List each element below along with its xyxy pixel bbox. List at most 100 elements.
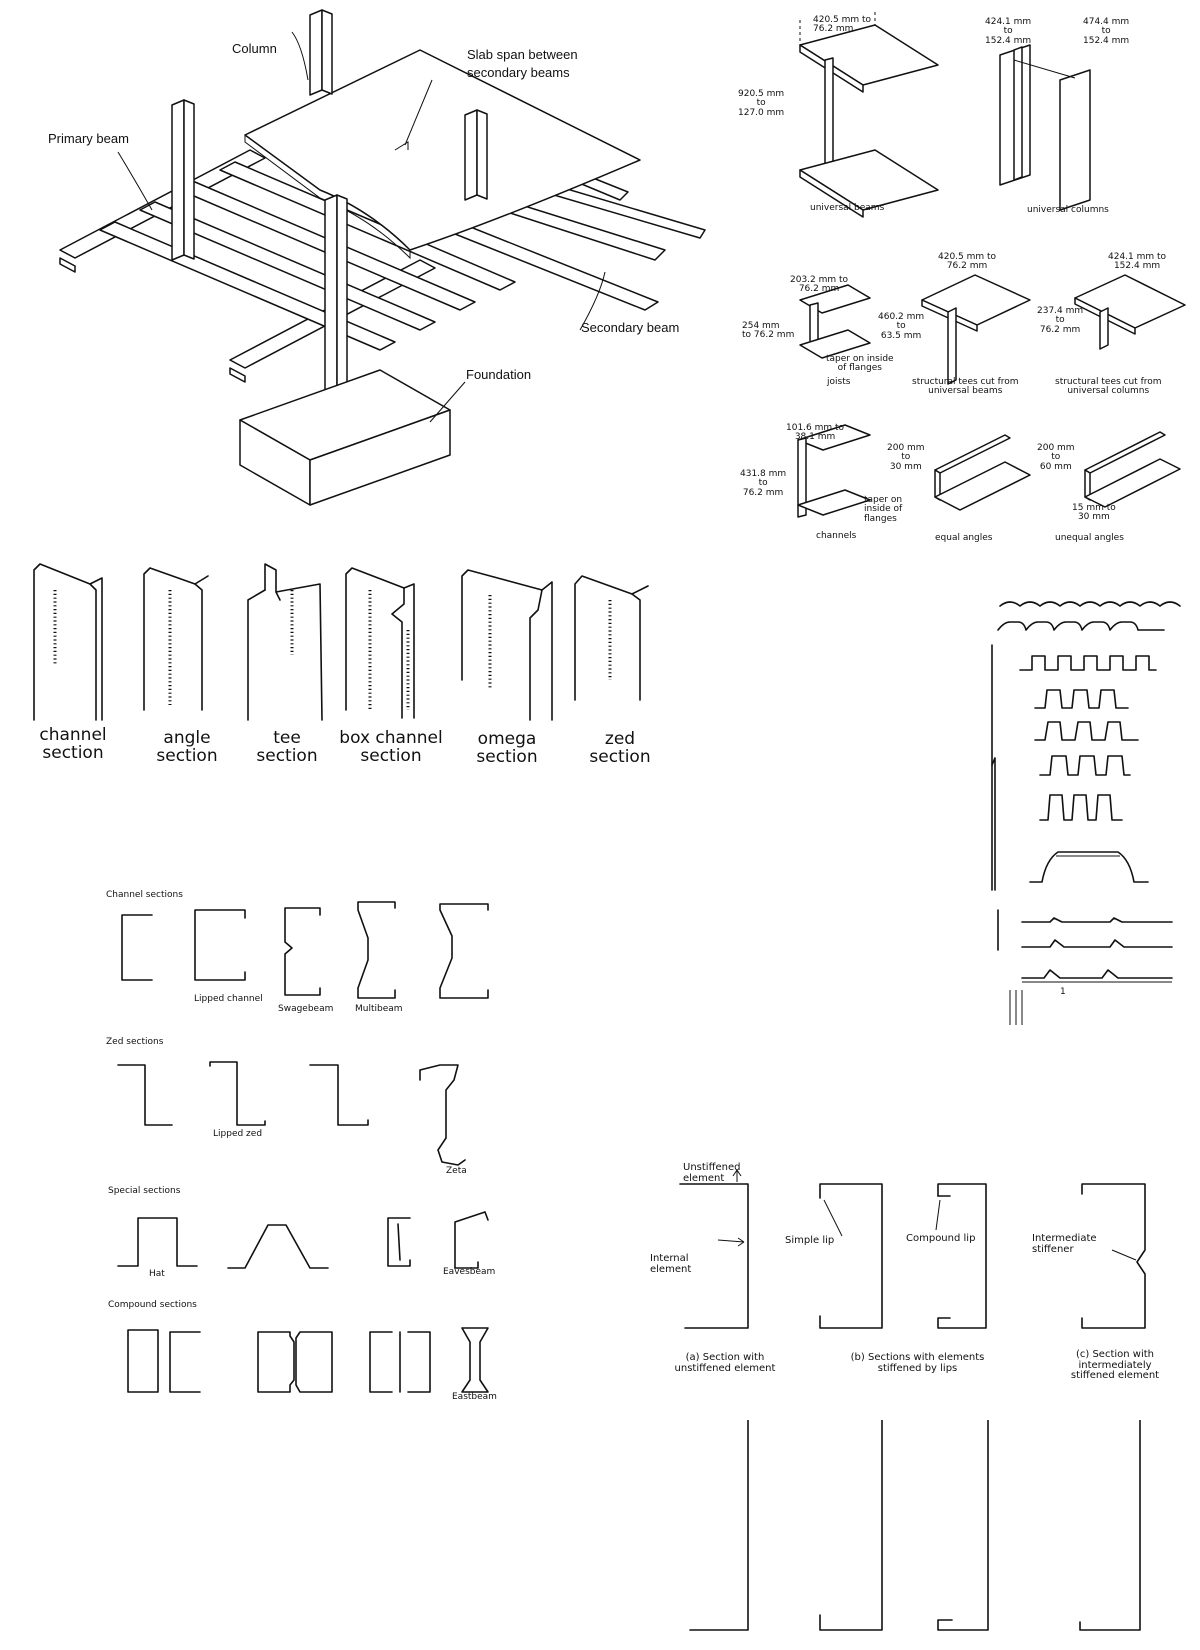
cold-formed-drawing [117, 901, 489, 1393]
caption-section-c: (c) Section with intermediately stiffene… [1050, 1349, 1180, 1382]
joist-depth-dim: 254 mm to 76.2 mm [742, 321, 795, 341]
uneqangle-caption: unequal angles [1055, 533, 1124, 543]
caption-section-b: (b) Sections with elements stiffened by … [830, 1352, 1005, 1374]
eqangle-caption: equal angles [935, 533, 993, 543]
uc-left-line2: to [1003, 26, 1013, 37]
perforated-zed-shape [574, 575, 649, 701]
cold-special-heading: Special sections [108, 1186, 181, 1196]
section-a-shape [679, 1169, 749, 1329]
profile-rows [997, 601, 1181, 983]
uneqangle-size-line1: 200 mm [1037, 443, 1075, 453]
label-internal-element: Internal element [650, 1253, 692, 1275]
channel-shape [797, 424, 871, 518]
perf-label-box-channel: box channel section [336, 728, 446, 766]
label-foundation: Foundation [466, 367, 532, 382]
label-unstiffened-element: Unstiffened element [683, 1162, 741, 1184]
perforated-channel-shape [33, 563, 103, 721]
teec-depth-line3: 76.2 mm [1039, 324, 1081, 335]
perf-label-zed: zed section [575, 729, 665, 767]
equal-angle-shape [934, 434, 1031, 511]
teeb-depth-line2: to [896, 321, 906, 332]
channel-taper-line2: inside of [864, 504, 903, 515]
channel-taper-line3: flanges [864, 513, 897, 524]
profile-edge-lines [991, 644, 1023, 1025]
uneqangle-size-dim: 200 mm to 60 mm [1037, 443, 1075, 472]
uneqangle-thick-line1: 15 mm to [1072, 503, 1116, 513]
channel-depth-line1: 431.8 mm [740, 469, 787, 479]
caption-b-line1: (b) Sections with elements [850, 1352, 985, 1363]
label-lipped-zed: Lipped zed [213, 1129, 263, 1139]
rolled-sections-drawing [797, 12, 1186, 518]
channel-caption: channels [816, 531, 857, 541]
label-simple-lip: Simple lip [785, 1235, 835, 1246]
cold-zed-shapes [117, 1061, 466, 1166]
teeb-width-line1: 420.5 mm to [938, 252, 997, 262]
label-internal-line2: element [650, 1263, 692, 1275]
teec-width-line1: 424.1 mm to [1108, 252, 1167, 262]
eqangle-size-dim: 200 mm to 30 mm [887, 443, 925, 472]
foundation-block [239, 369, 451, 506]
perforated-box-channel-shape [345, 567, 415, 719]
joist-caption: joists [827, 377, 851, 387]
label-secondary-beam: Secondary beam [581, 320, 680, 335]
label-slab-line1: Slab span between [467, 47, 578, 62]
section-d-shape [1081, 1183, 1146, 1329]
joist-depth-line1: 254 mm [742, 321, 780, 331]
caption-section-a: (a) Section with unstiffened element [650, 1352, 800, 1374]
label-multibeam: Multibeam [355, 1004, 403, 1014]
label-column: Column [232, 41, 277, 56]
perf-channel-line2: section [42, 742, 104, 763]
teeb-caption-line2: universal beams [928, 386, 1003, 397]
teeb-depth-line3: 63.5 mm [880, 330, 922, 341]
universal-column-shape [999, 44, 1091, 211]
cold-special-shapes [117, 1211, 489, 1269]
teeb-depth-line1: 460.2 mm [878, 312, 925, 322]
eqangle-size-line2: to [901, 452, 911, 463]
uneqangle-size-line2: to [1051, 452, 1061, 463]
channel-depth-line2: to [758, 478, 768, 489]
tee-beam-shape [921, 274, 1031, 385]
label-slab-span: Slab span between secondary beams [467, 48, 578, 79]
ub-depth-line2: to [756, 98, 766, 109]
caption-c-line2: intermediately [1078, 1359, 1152, 1371]
label-intermediate-line2: stiffener [1032, 1243, 1074, 1255]
columns [171, 9, 488, 436]
universal-beam-shape [799, 12, 939, 218]
label-lipped-channel: Lipped channel [194, 994, 263, 1004]
perf-angle-line1: angle [163, 728, 211, 748]
perf-omega-line2: section [476, 746, 538, 767]
label-intermediate-line1: Intermediate [1032, 1233, 1097, 1244]
perf-zed-line1: zed [604, 729, 636, 749]
label-intermediate-stiffener: Intermediate stiffener [1032, 1233, 1097, 1255]
perforated-omega-shape [461, 569, 553, 721]
channel-depth-dim: 431.8 mm to 76.2 mm [740, 469, 787, 498]
uc-right-dim: 474.4 mm to 152.4 mm [1083, 17, 1129, 46]
joist-depth-line2: to 76.2 mm [742, 330, 795, 341]
uc-left-line3: 152.4 mm [985, 35, 1032, 46]
uc-right-line2: to [1101, 26, 1111, 37]
perf-channel-line1: channel [39, 725, 107, 745]
channel-depth-line3: 76.2 mm [742, 487, 784, 498]
uc-left-line1: 424.1 mm [985, 17, 1032, 27]
joist-width-line1: 203.2 mm to [790, 275, 849, 285]
label-compound-lip: Compound lip [906, 1233, 976, 1244]
teec-caption-line2: universal columns [1067, 386, 1150, 397]
deck-profiles-drawing [991, 601, 1181, 1025]
channel-width-line2: 38.1 mm [794, 432, 836, 443]
teec-depth-line2: to [1055, 315, 1065, 326]
teec-caption: structural tees cut from universal colum… [1055, 377, 1162, 397]
ub-depth-line1: 920.5 mm [738, 89, 785, 99]
cold-channel-heading: Channel sections [106, 890, 183, 900]
label-leaders [117, 31, 606, 423]
ub-depth-dim: 920.5 mm to 127.0 mm [738, 89, 785, 118]
perf-box-line1: box channel [339, 728, 443, 748]
perf-angle-line2: section [156, 745, 218, 766]
teec-depth-dim: 237.4 mm to 76.2 mm [1037, 306, 1083, 335]
perf-label-angle: angle section [142, 728, 232, 766]
teeb-caption-line1: structural tees cut from [912, 377, 1019, 387]
teeb-depth-dim: 460.2 mm to 63.5 mm [878, 312, 925, 341]
uneqangle-thick-dim: 15 mm to 30 mm [1072, 503, 1116, 523]
label-unstiffened-line1: Unstiffened [683, 1162, 741, 1173]
perf-label-omega: omega section [462, 730, 552, 767]
caption-b-line2: stiffened by lips [877, 1362, 958, 1374]
